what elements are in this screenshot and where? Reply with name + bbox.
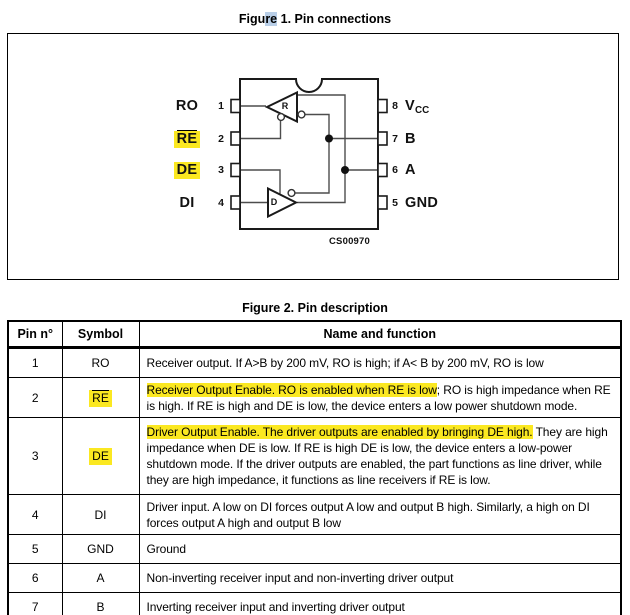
de-symbol-highlight: DE bbox=[89, 448, 112, 465]
pin-cell: 6 bbox=[7, 563, 63, 593]
symbol-cell: RO bbox=[61, 347, 140, 378]
symbol-cell: GND bbox=[61, 534, 140, 564]
text-highlight: Receiver Output Enable. RO is enabled wh… bbox=[146, 382, 437, 397]
pin-cell: 4 bbox=[7, 494, 63, 535]
function-cell: Receiver output. If A>B by 200 mV, RO is… bbox=[138, 347, 622, 378]
figure2-title: Figure 2. Pin description bbox=[242, 301, 388, 315]
pin-cell: 3 bbox=[7, 417, 63, 495]
re-symbol-highlight: RE bbox=[89, 390, 112, 407]
symbol-cell: B bbox=[61, 592, 140, 615]
header-function: Name and function bbox=[138, 320, 622, 349]
table-header-row: Pin n° Symbol Name and function bbox=[7, 320, 622, 349]
pin-label-gnd: GND bbox=[405, 194, 439, 211]
table-row: 1 RO Receiver output. If A>B by 200 mV, … bbox=[7, 347, 622, 378]
function-cell: Driver input. A low on DI forces output … bbox=[138, 494, 622, 535]
receiver-letter: R bbox=[281, 101, 289, 111]
de-highlight: DE bbox=[173, 162, 201, 179]
table-row: 7 B Inverting receiver input and inverti… bbox=[7, 592, 622, 615]
function-cell: Driver Output Enable. The driver outputs… bbox=[138, 417, 622, 495]
pin-number-7: 7 bbox=[392, 132, 398, 145]
pin-cell: 5 bbox=[7, 534, 63, 564]
re-highlight: RE bbox=[173, 129, 201, 148]
function-cell: Inverting receiver input and inverting d… bbox=[138, 592, 622, 615]
pin-label-de: DE bbox=[165, 160, 209, 180]
pin-cell: 1 bbox=[7, 347, 63, 378]
pin-label-b: B bbox=[405, 130, 416, 147]
pin-number-6: 6 bbox=[392, 164, 398, 176]
pin-label-ro: RO bbox=[175, 98, 199, 114]
pin-description-table: Pin n° Symbol Name and function 1 RO Rec… bbox=[7, 320, 622, 615]
pin-label-a: A bbox=[405, 162, 416, 178]
symbol-cell: DE bbox=[61, 417, 140, 495]
pin-number-5: 5 bbox=[392, 196, 398, 209]
pin-label-di: DI bbox=[179, 194, 195, 211]
symbol-cell: A bbox=[61, 563, 140, 593]
pin-cell: 7 bbox=[7, 592, 63, 615]
header-pin: Pin n° bbox=[7, 320, 63, 349]
table-row: 3 DE Driver Output Enable. The driver ou… bbox=[7, 417, 622, 495]
pin-number-4: 4 bbox=[218, 196, 224, 209]
text-highlight: Driver Output Enable. The driver outputs… bbox=[146, 425, 533, 439]
pin-number-8: 8 bbox=[392, 100, 398, 112]
function-cell: Non-inverting receiver input and non-inv… bbox=[138, 563, 622, 593]
symbol-cell: RE bbox=[61, 377, 140, 418]
table-row: 6 A Non-inverting receiver input and non… bbox=[7, 563, 622, 593]
pin-cell: 2 bbox=[7, 377, 63, 418]
header-symbol: Symbol bbox=[61, 320, 140, 349]
figure1-title: Figure 1. Pin connections bbox=[0, 12, 630, 26]
figure1-title-post: 1. Pin connections bbox=[277, 12, 392, 26]
driver-letter: D bbox=[270, 197, 278, 207]
table-row: 2 RE Receiver Output Enable. RO is enabl… bbox=[7, 377, 622, 418]
table-row: 5 GND Ground bbox=[7, 534, 622, 564]
symbol-cell: DI bbox=[61, 494, 140, 535]
search-highlight: re bbox=[265, 12, 278, 26]
table-row: 4 DI Driver input. A low on DI forces ou… bbox=[7, 494, 622, 535]
pin-label-vcc: VCC bbox=[405, 98, 430, 116]
pin-number-2: 2 bbox=[218, 132, 224, 145]
pin-number-1: 1 bbox=[218, 100, 224, 112]
drawing-code: CS00970 bbox=[328, 236, 370, 247]
figure1-title-pre: Figu bbox=[238, 12, 266, 26]
pin-label-re: RE bbox=[165, 129, 209, 149]
pin-number-3: 3 bbox=[218, 164, 224, 176]
function-cell: Ground bbox=[138, 534, 622, 564]
function-cell: Receiver Output Enable. RO is enabled wh… bbox=[138, 377, 622, 418]
